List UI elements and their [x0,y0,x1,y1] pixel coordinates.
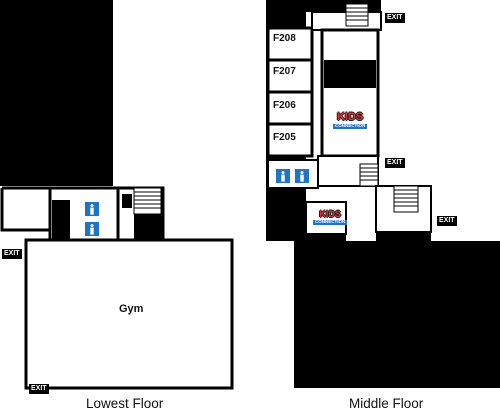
stairs-icon [393,185,419,213]
stairs-icon [345,3,369,27]
stair-fill [122,194,132,208]
room-label-f207: F207 [273,66,296,77]
upper-building-block [0,0,113,186]
kids-connection-logo: KIDS CONNECTION [313,209,348,225]
lower-left-block [52,200,70,240]
lower-right-block [134,214,163,240]
stairs-icon [359,163,379,187]
lowest-floor-caption: Lowest Floor [86,396,164,411]
lower-building-block [294,232,500,388]
restroom-icon [276,169,290,183]
exit-sign: EXIT [29,384,49,394]
kids-room-dark-band [324,60,376,88]
gym-label: Gym [119,303,144,315]
exit-sign: EXIT [385,158,405,168]
room-label-f206: F206 [273,100,296,111]
middle-floor-caption: Middle Floor [349,396,424,411]
room-label-f205: F205 [273,132,296,143]
restroom-icon [85,222,99,236]
exit-sign: EXIT [2,249,22,259]
room-label-f208: F208 [273,33,296,44]
exit-sign: EXIT [385,13,405,23]
lowest-floor-plan [0,0,234,390]
restroom-icon [85,202,99,216]
exit-sign: EXIT [437,216,457,226]
restroom-icon [295,169,309,183]
middle-floor-plan [266,0,500,388]
kids-room-2 [305,201,347,235]
stairs-icon [133,187,162,215]
kids-connection-logo: KIDS CONNECTION [333,111,368,129]
kids-room [320,28,380,158]
corridor-walls [0,186,52,232]
